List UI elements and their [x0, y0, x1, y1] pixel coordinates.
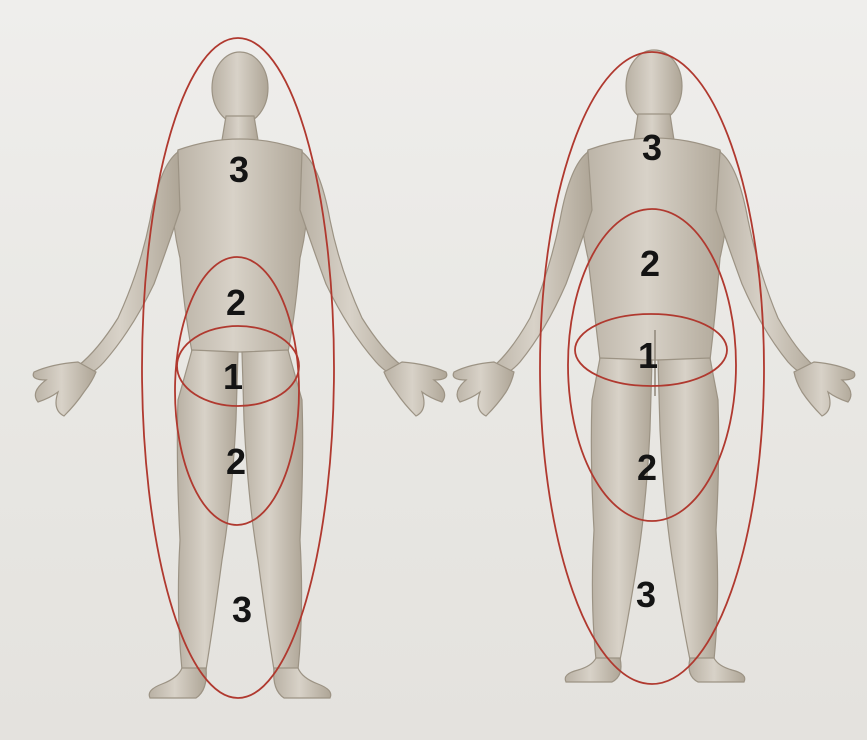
- back-right-hand: [794, 362, 855, 416]
- front-right-arm: [300, 152, 410, 380]
- back-zone-label-lower-2: 2: [637, 447, 657, 488]
- front-zone-label-upper-3: 3: [229, 149, 249, 190]
- front-left-foot: [149, 668, 206, 698]
- back-left-hand: [453, 362, 514, 416]
- front-right-hand: [384, 362, 447, 416]
- back-zone-label-lower-3: 3: [636, 574, 656, 615]
- front-right-foot: [274, 668, 331, 698]
- front-zone-label-1: 1: [223, 356, 243, 397]
- back-right-arm: [716, 152, 822, 380]
- front-left-hand: [33, 362, 96, 416]
- front-left-arm: [70, 152, 180, 380]
- back-head: [626, 50, 682, 122]
- front-zone-label-lower-3: 3: [232, 589, 252, 630]
- front-head: [212, 52, 268, 124]
- front-neck: [222, 116, 258, 140]
- front-zone-label-upper-2: 2: [226, 282, 246, 323]
- back-right-leg: [658, 358, 719, 660]
- back-zone-label-upper-2: 2: [640, 243, 660, 284]
- back-zone-label-1: 1: [638, 335, 658, 376]
- back-right-foot: [689, 658, 745, 682]
- back-zone-label-upper-3: 3: [642, 127, 662, 168]
- back-left-foot: [565, 658, 621, 682]
- front-zone-label-lower-2: 2: [226, 441, 246, 482]
